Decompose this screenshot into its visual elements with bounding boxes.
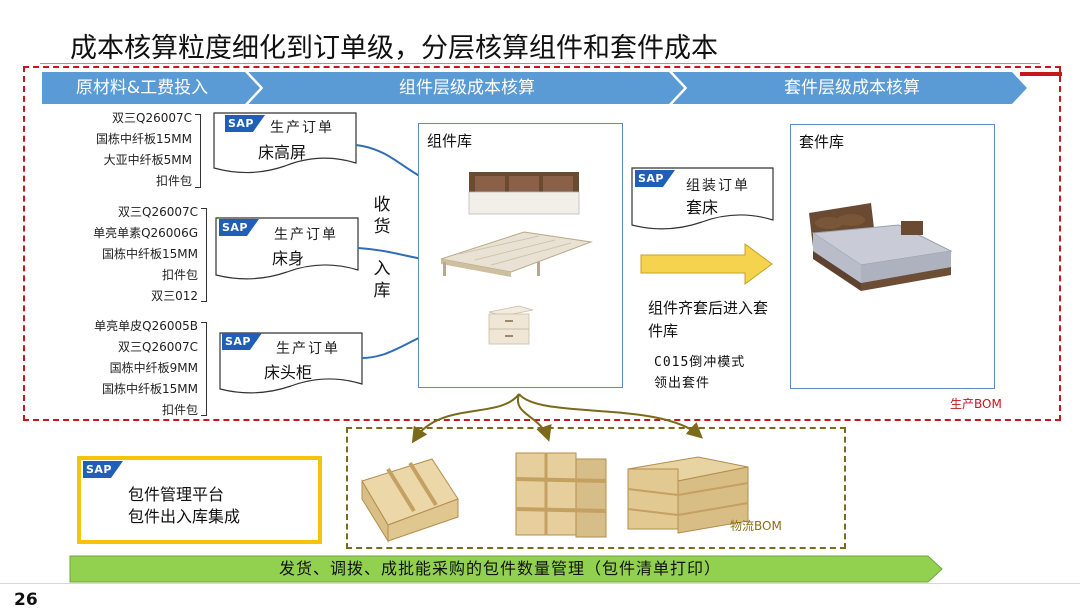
sap-logo: SAP — [83, 461, 123, 478]
footer-divider — [0, 583, 1080, 584]
order-name-headboard[interactable]: 床高屏 — [258, 139, 306, 163]
receipt-label-top: 收货 — [372, 194, 392, 238]
production-bom-label: 生产BOM — [950, 395, 1002, 412]
platform-line-1: 包件管理平台 — [128, 484, 224, 506]
order-name-bedframe[interactable]: 床身 — [272, 245, 304, 269]
order-name-nightstand[interactable]: 床头柜 — [264, 359, 312, 383]
crate-image-1 — [362, 459, 458, 541]
component-images — [419, 124, 624, 389]
kit-entry-note: 组件齐套后进入套件库 — [648, 297, 768, 343]
platform-line-2: 包件出入库集成 — [128, 506, 240, 528]
crate-image-2 — [516, 453, 606, 537]
order-title: 生产订单 — [276, 338, 340, 358]
order-title: 生产订单 — [274, 224, 338, 244]
bottom-banner-text: 发货、调拨、成批能采购的包件数量管理（包件清单打印） — [70, 556, 930, 582]
order-title: 生产订单 — [270, 117, 334, 137]
headboard-image — [469, 172, 579, 214]
assembled-bed-image — [791, 125, 996, 390]
bedframe-image — [441, 232, 591, 277]
kit-store-box: 套件库 — [790, 124, 995, 389]
backflush-note: C015倒冲模式领出套件 — [654, 352, 754, 394]
nightstand-image — [489, 306, 533, 344]
component-store-box: 组件库 — [418, 123, 623, 388]
receipt-label-bottom: 入库 — [372, 258, 392, 302]
assembly-order-title: 组装订单 — [686, 175, 750, 195]
package-platform-box[interactable]: SAP 包件管理平台 包件出入库集成 — [77, 456, 322, 544]
logistics-bom-frame: 物流BOM — [346, 427, 846, 549]
page-number: 26 — [14, 590, 38, 610]
kit-transfer-arrow — [641, 244, 772, 284]
assembly-order-name[interactable]: 套床 — [686, 194, 718, 218]
logistics-bom-label: 物流BOM — [730, 517, 782, 534]
